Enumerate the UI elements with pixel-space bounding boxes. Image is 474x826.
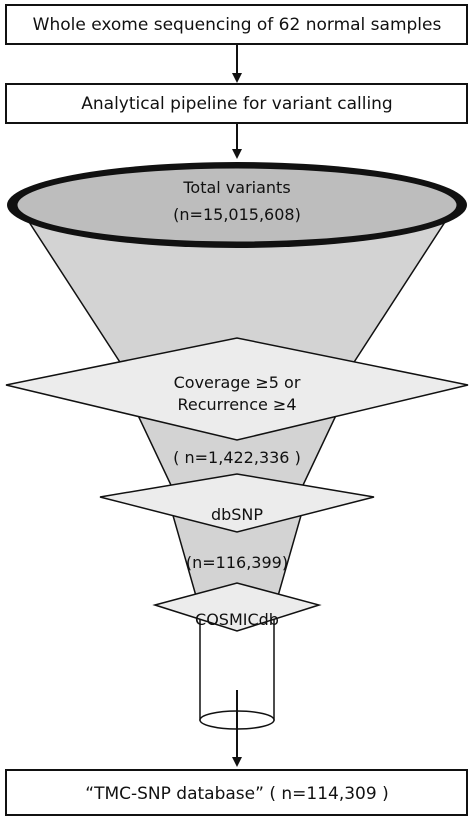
filter1-diamond [5,337,469,441]
step2-label: Analytical pipeline for variant calling [81,94,392,114]
step2-box [5,83,468,124]
filter3-diamond [152,582,322,632]
result-label: “TMC-SNP database” ( n=114,309 ) [85,784,388,804]
filter2-diamond [99,473,375,533]
step1-label: Whole exome sequencing of 62 normal samp… [33,15,442,35]
filter2-label: dbSNP [211,505,263,524]
count2-label: (n=116,399) [186,553,288,572]
filter3-label: COSMICdb [195,610,279,629]
total-variants-title: Total variants [182,178,290,197]
result-box [5,769,468,816]
total-variants-count: (n=15,015,608) [173,205,301,224]
funnel-rim-inner [16,167,458,243]
count1-label: ( n=1,422,336 ) [173,448,301,467]
step1-box [5,4,468,45]
filter1-label-line1: Coverage ≥5 or [174,373,301,392]
filter1-label-line2: Recurrence ≥4 [178,395,297,414]
